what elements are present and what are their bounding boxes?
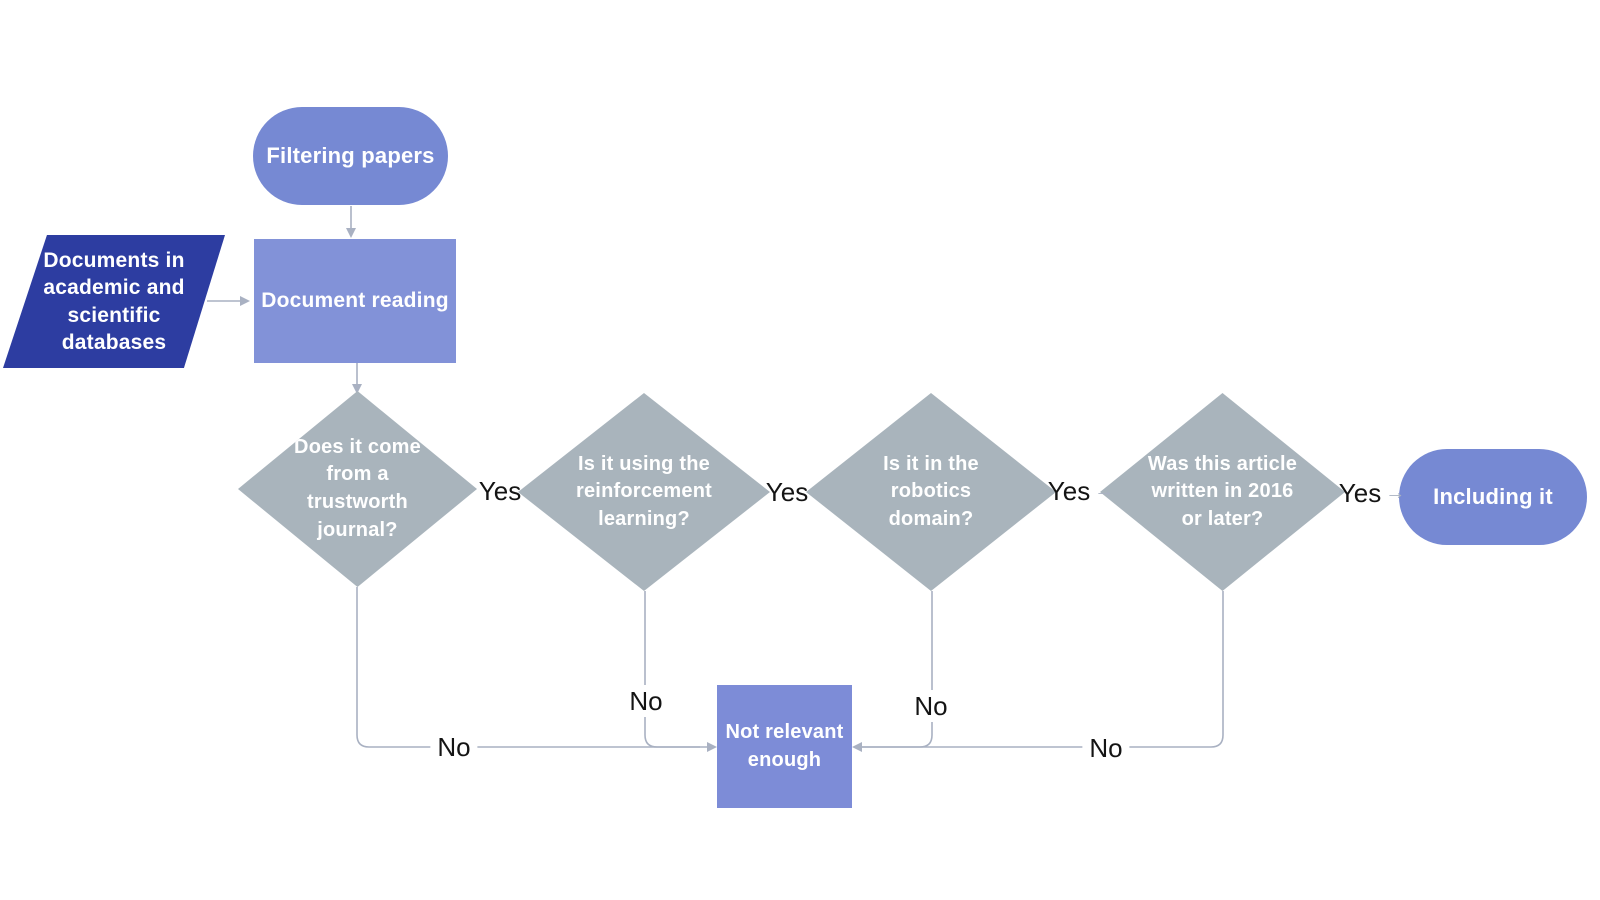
no1-text: No [437,732,471,762]
arrow-down-icon [346,228,356,238]
yes4-text: Yes [1338,478,1382,508]
edge-no3-line [861,591,933,748]
including-terminator-node: Including it [1399,449,1587,545]
arrow-left-icon [852,742,862,752]
edge-no2-line [644,591,700,748]
decision4-label: Was this article written in 2016 or late… [1147,452,1298,530]
no2-text: No [629,686,663,716]
edge-label-no-4: No [1082,732,1130,764]
decision3-label: Is it in the robotics domain? [883,452,979,530]
including-node-label: Including it [1433,483,1553,509]
document-reading-process-node: Document reading [254,239,456,363]
documents-parallelogram-node: Documents in academic and scientific dat… [3,235,225,368]
edge-label-no-2: No [622,685,670,717]
document-reading-label: Document reading [261,288,449,312]
arrow-right-icon: → [1094,480,1115,502]
arrow-right-icon: → [1385,482,1406,504]
not-relevant-label: Not relevant enough [725,720,844,771]
yes1-text: Yes [478,476,522,506]
arrow-right-icon [240,296,250,306]
not-relevant-node: Not relevant enough [717,685,852,808]
no3-text: No [914,691,948,721]
start-terminator-node: Filtering papers [253,107,448,205]
edge-label-yes-3: Yes → [1048,478,1114,504]
edge-label-yes-1: Yes [479,478,521,504]
edge-label-yes-2: Yes [766,479,808,505]
edge-label-no-1: No [430,731,478,763]
yes2-text: Yes [765,477,809,507]
arrow-right-icon [707,742,717,752]
documents-node-label: Documents in academic and scientific dat… [43,248,185,354]
yes3-text: Yes [1047,476,1091,506]
arrow-down-icon [352,384,362,394]
decision2-label: Is it using the reinforcement learning? [576,452,712,530]
edge-no1-line [356,587,708,748]
edge-no4-line [862,591,1224,748]
edge-label-no-3: No [907,690,955,722]
edge-label-yes-4: Yes → [1339,480,1405,506]
decision1-label: Does it come from a trustworth journal? [294,435,421,541]
no4-text: No [1089,733,1123,763]
start-node-label: Filtering papers [266,142,435,168]
